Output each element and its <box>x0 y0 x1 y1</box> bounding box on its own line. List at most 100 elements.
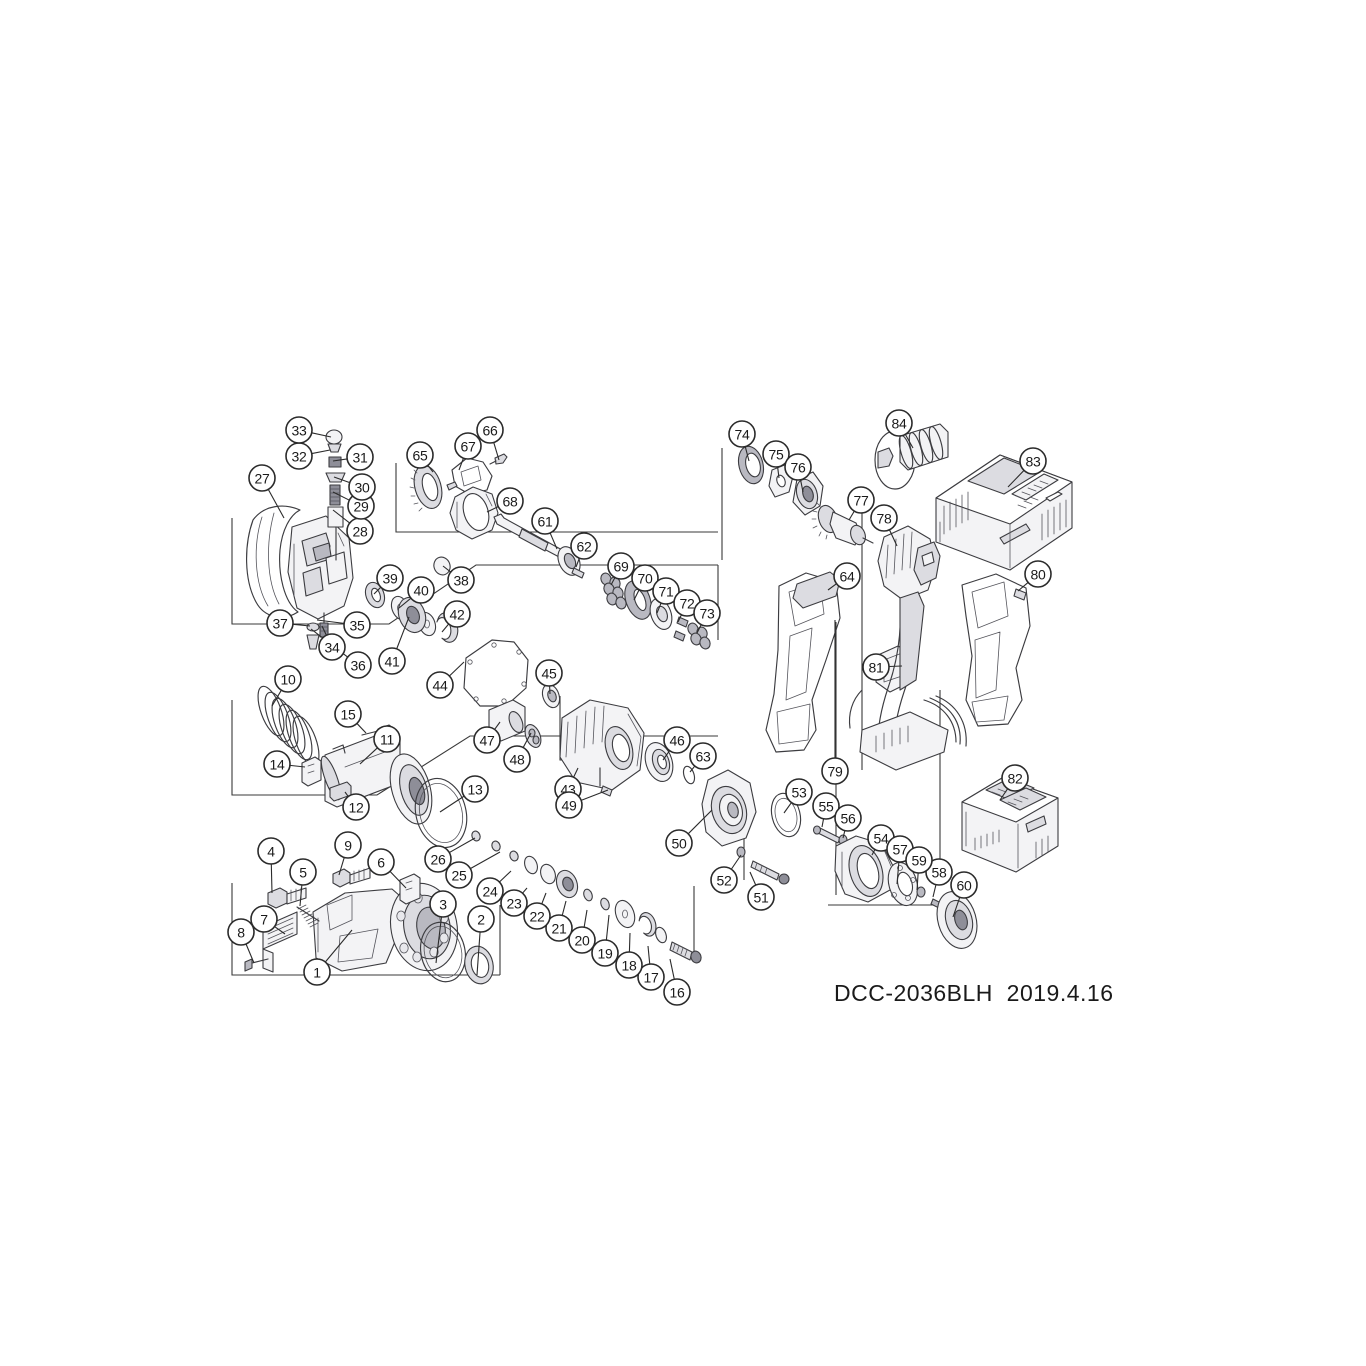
callout-60[interactable]: 60 <box>950 871 978 899</box>
callout-50[interactable]: 50 <box>665 829 693 857</box>
callout-52[interactable]: 52 <box>710 866 738 894</box>
callout-42[interactable]: 42 <box>443 600 471 628</box>
callout-32[interactable]: 32 <box>285 442 313 470</box>
callout-69[interactable]: 69 <box>607 552 635 580</box>
callout-72[interactable]: 72 <box>673 589 701 617</box>
callout-14[interactable]: 14 <box>263 750 291 778</box>
callout-33[interactable]: 33 <box>285 416 313 444</box>
callout-45[interactable]: 45 <box>535 659 563 687</box>
callout-80[interactable]: 80 <box>1024 560 1052 588</box>
callout-70[interactable]: 70 <box>631 564 659 592</box>
callout-number-35: 35 <box>350 618 365 634</box>
leader-line-70 <box>633 589 640 601</box>
callout-23[interactable]: 23 <box>500 889 528 917</box>
callout-number-23: 23 <box>507 896 522 912</box>
callout-20[interactable]: 20 <box>568 926 596 954</box>
callout-circle-74 <box>728 420 756 448</box>
callout-19[interactable]: 19 <box>591 939 619 967</box>
callout-51[interactable]: 51 <box>747 883 775 911</box>
callout-24[interactable]: 24 <box>476 877 504 905</box>
callout-37[interactable]: 37 <box>266 609 294 637</box>
callout-5[interactable]: 5 <box>289 858 317 886</box>
callout-15[interactable]: 15 <box>334 700 362 728</box>
leader-line-62 <box>575 557 580 568</box>
callout-67[interactable]: 67 <box>454 432 482 460</box>
callout-31[interactable]: 31 <box>346 443 374 471</box>
callout-75[interactable]: 75 <box>762 440 790 468</box>
callout-30[interactable]: 30 <box>348 473 376 501</box>
leader-line-6 <box>389 870 407 889</box>
callout-47[interactable]: 47 <box>473 726 501 754</box>
callout-84[interactable]: 84 <box>885 409 913 437</box>
callout-66[interactable]: 66 <box>476 416 504 444</box>
callout-11[interactable]: 11 <box>373 725 401 753</box>
callout-48[interactable]: 48 <box>503 745 531 773</box>
callout-17[interactable]: 17 <box>637 963 665 991</box>
callout-39[interactable]: 39 <box>376 564 404 592</box>
callout-59[interactable]: 59 <box>905 846 933 874</box>
callout-79[interactable]: 79 <box>821 757 849 785</box>
callout-26[interactable]: 26 <box>424 845 452 873</box>
callout-58[interactable]: 58 <box>925 858 953 886</box>
callout-16[interactable]: 16 <box>663 978 691 1006</box>
callout-56[interactable]: 56 <box>834 804 862 832</box>
callout-44[interactable]: 44 <box>426 671 454 699</box>
callout-28[interactable]: 28 <box>346 517 374 545</box>
callout-circle-39 <box>376 564 404 592</box>
callout-10[interactable]: 10 <box>274 665 302 693</box>
callout-83[interactable]: 83 <box>1019 447 1047 475</box>
callout-34[interactable]: 34 <box>318 633 346 661</box>
callout-2[interactable]: 2 <box>467 905 495 933</box>
leader-line-28 <box>332 509 351 524</box>
leader-line-57 <box>896 861 900 885</box>
callout-61[interactable]: 61 <box>531 507 559 535</box>
callout-63[interactable]: 63 <box>689 742 717 770</box>
callout-53[interactable]: 53 <box>785 778 813 806</box>
callout-3[interactable]: 3 <box>429 890 457 918</box>
callout-8[interactable]: 8 <box>227 918 255 946</box>
callout-circle-46 <box>663 726 691 754</box>
callout-46[interactable]: 46 <box>663 726 691 754</box>
callout-22[interactable]: 22 <box>523 902 551 930</box>
callout-62[interactable]: 62 <box>570 532 598 560</box>
callout-78[interactable]: 78 <box>870 504 898 532</box>
leader-line-83 <box>1007 469 1025 488</box>
callout-6[interactable]: 6 <box>367 848 395 876</box>
callout-number-76: 76 <box>791 460 806 476</box>
motor-rotor-group <box>737 423 949 601</box>
rear-bearing-group <box>812 825 978 949</box>
leader-line-31 <box>332 458 348 462</box>
callout-9[interactable]: 9 <box>334 831 362 859</box>
leader-line-76 <box>800 479 804 493</box>
callout-82[interactable]: 82 <box>1001 764 1029 792</box>
callout-number-9: 9 <box>344 838 352 854</box>
callout-68[interactable]: 68 <box>496 487 524 515</box>
callout-12[interactable]: 12 <box>342 793 370 821</box>
callout-41[interactable]: 41 <box>378 647 406 675</box>
callout-74[interactable]: 74 <box>728 420 756 448</box>
callout-1[interactable]: 1 <box>303 958 331 986</box>
callout-73[interactable]: 73 <box>693 599 721 627</box>
callout-77[interactable]: 77 <box>847 486 875 514</box>
callout-7[interactable]: 7 <box>250 905 278 933</box>
callout-49[interactable]: 49 <box>555 791 583 819</box>
callout-40[interactable]: 40 <box>407 576 435 604</box>
callout-4[interactable]: 4 <box>257 837 285 865</box>
callout-25[interactable]: 25 <box>445 861 473 889</box>
leader-line-50 <box>687 809 713 835</box>
callout-81[interactable]: 81 <box>862 653 890 681</box>
callout-35[interactable]: 35 <box>343 611 371 639</box>
callout-36[interactable]: 36 <box>344 651 372 679</box>
callout-13[interactable]: 13 <box>461 775 489 803</box>
callout-76[interactable]: 76 <box>784 453 812 481</box>
callout-38[interactable]: 38 <box>447 566 475 594</box>
leader-line-84 <box>904 434 914 449</box>
callout-21[interactable]: 21 <box>545 914 573 942</box>
callout-55[interactable]: 55 <box>812 792 840 820</box>
callout-65[interactable]: 65 <box>406 441 434 469</box>
callout-circle-56 <box>834 804 862 832</box>
callout-64[interactable]: 64 <box>833 562 861 590</box>
callout-18[interactable]: 18 <box>615 951 643 979</box>
callout-71[interactable]: 71 <box>652 577 680 605</box>
callout-27[interactable]: 27 <box>248 464 276 492</box>
